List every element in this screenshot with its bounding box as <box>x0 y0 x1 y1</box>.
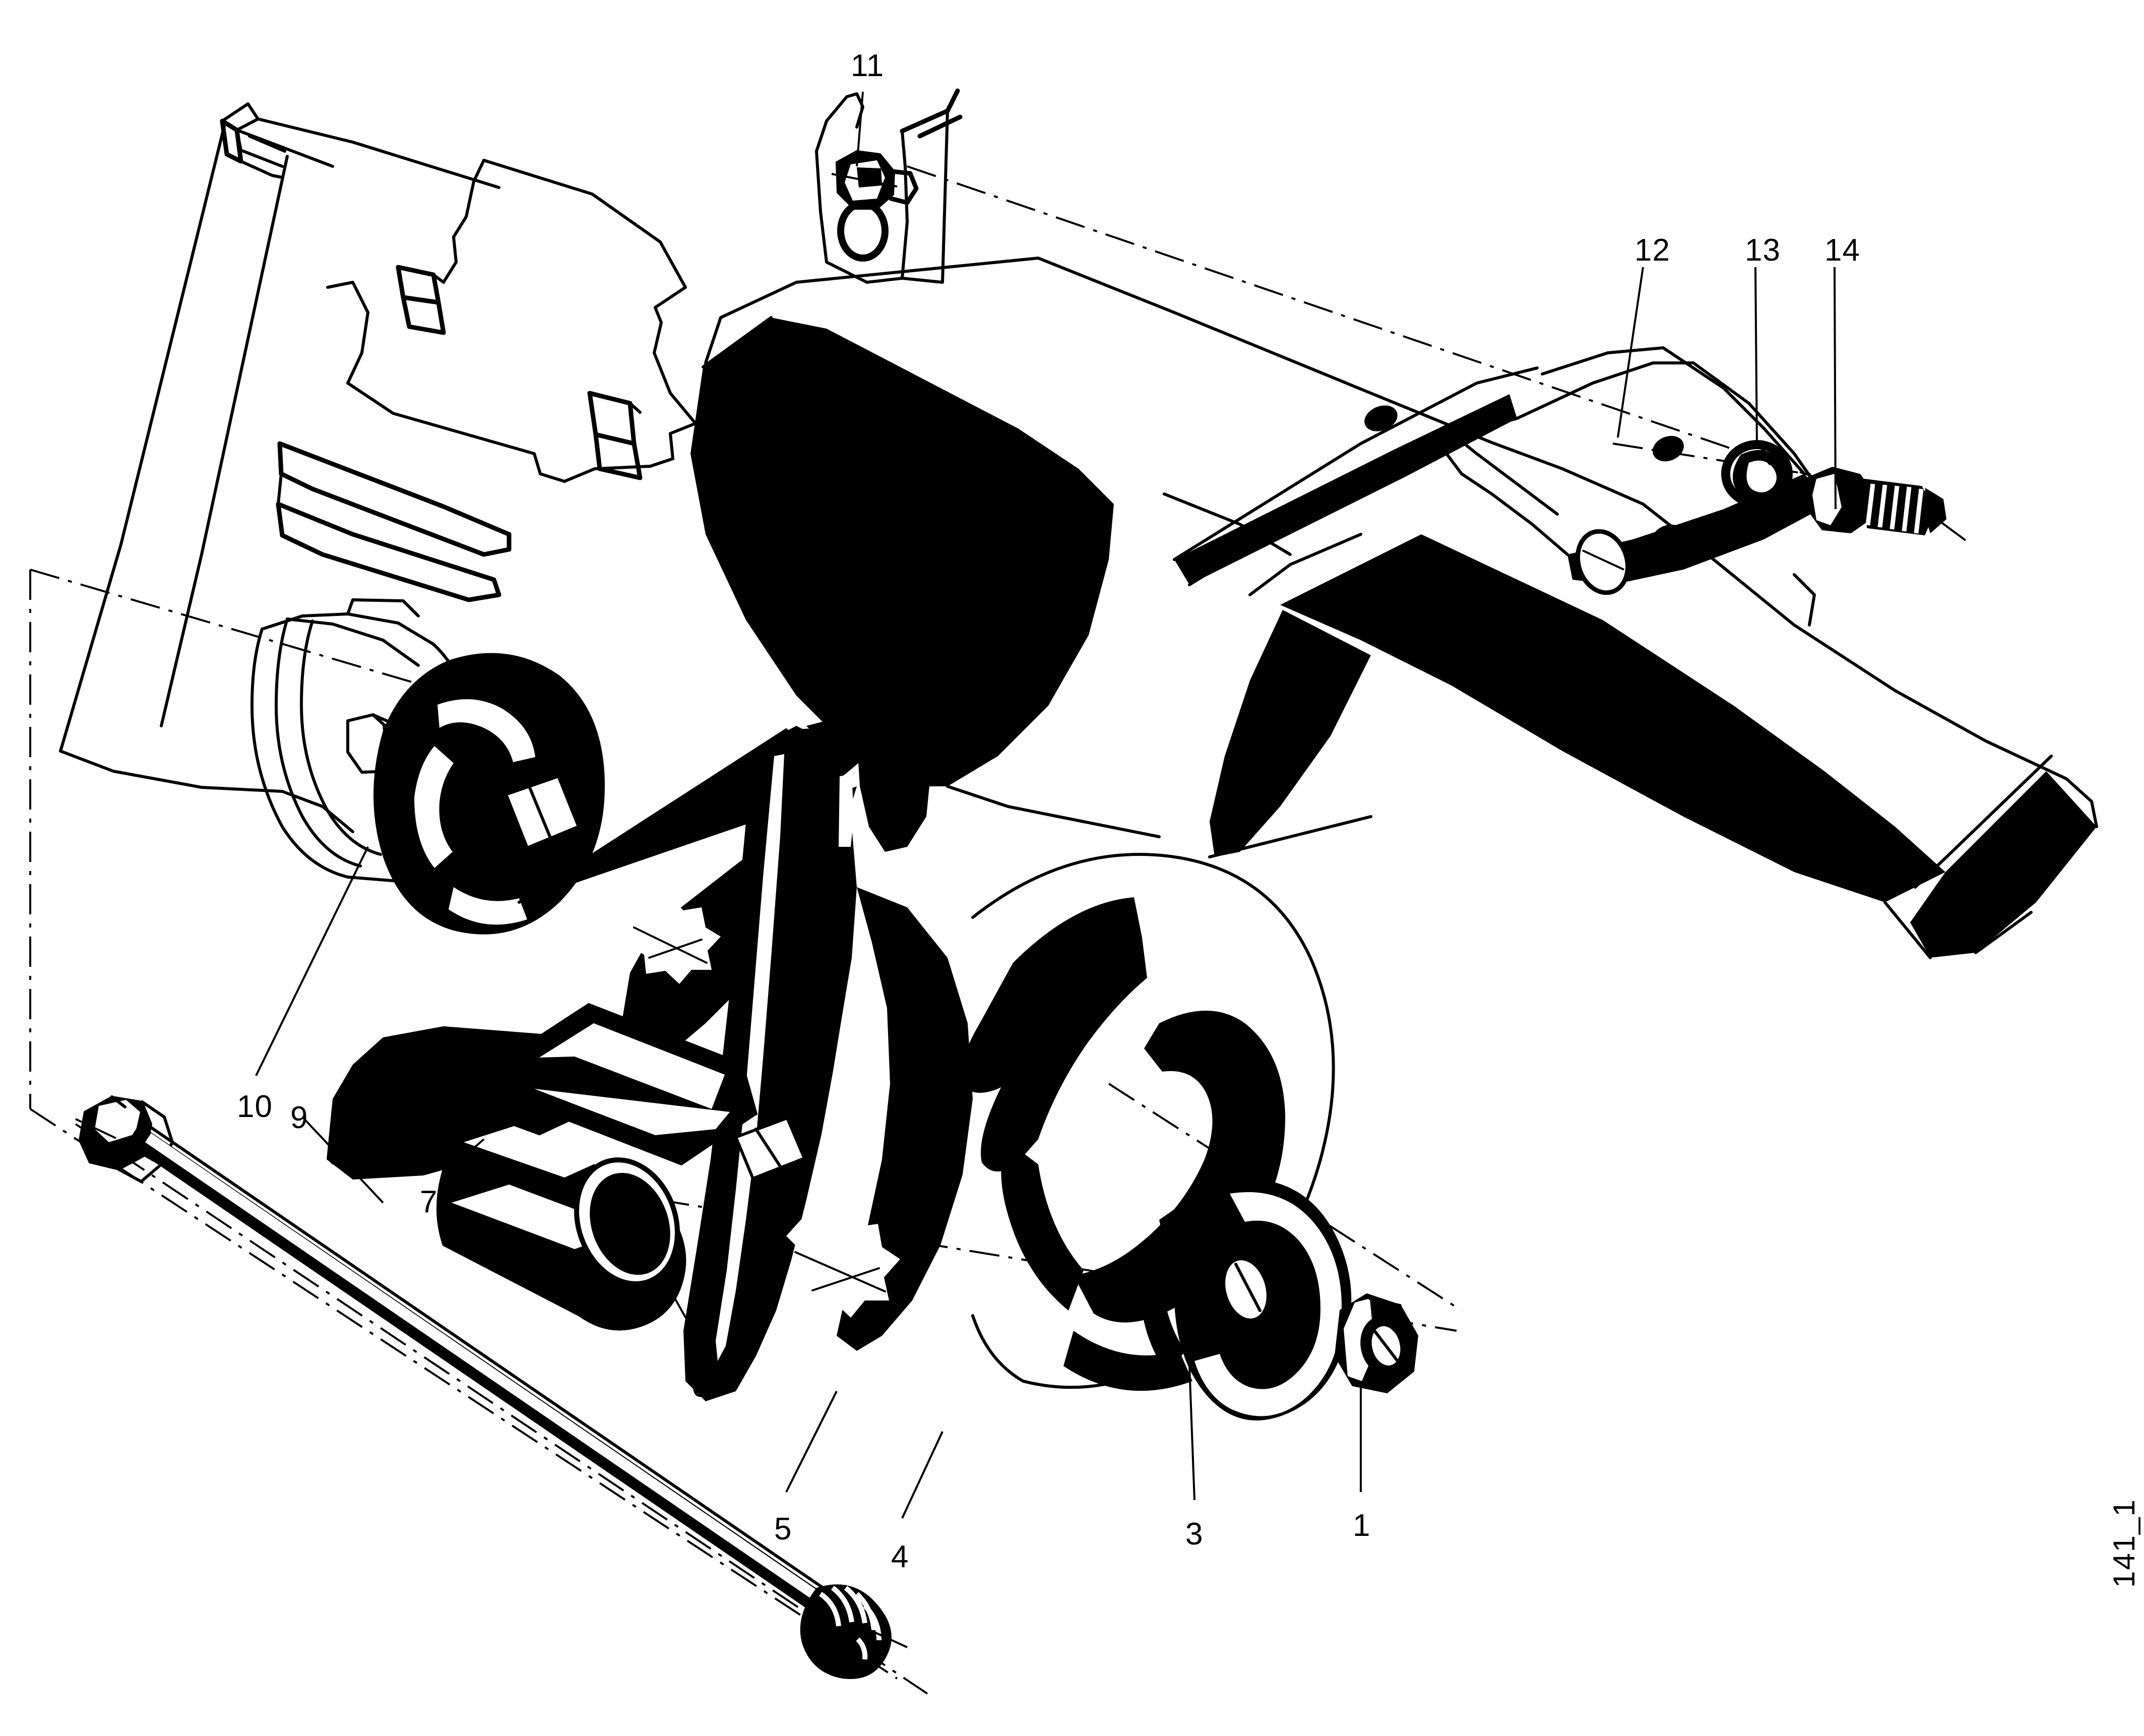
spacer-tube-lower <box>436 1119 686 1331</box>
callout-9: 9 <box>290 1100 308 1135</box>
through-rod <box>75 1095 908 1680</box>
callout-11: 11 <box>851 48 885 83</box>
callout-13: 13 <box>1745 233 1781 268</box>
figure-reference: 141_1 <box>2107 1499 2141 1588</box>
flange-hub <box>1140 1179 1352 1420</box>
gearbox-housing <box>59 102 697 833</box>
rotor-disc <box>373 653 605 935</box>
callout-14: 14 <box>1824 233 1860 268</box>
callout-4: 4 <box>891 1539 909 1574</box>
deflector-hood <box>690 257 2098 959</box>
callout-3: 3 <box>1185 1517 1204 1552</box>
callout-7: 7 <box>420 1185 438 1219</box>
callout-5a: 5 <box>774 1512 792 1546</box>
callout-10: 10 <box>237 1089 273 1124</box>
spacer-tube-upper <box>512 1003 758 1165</box>
lock-washer <box>1721 440 1793 508</box>
callout-12: 12 <box>1634 233 1670 268</box>
upper-bracket-nut <box>815 88 963 284</box>
blade-plate-left <box>327 724 868 1180</box>
callout-leaders <box>255 91 1837 1519</box>
callout-1: 1 <box>1353 1508 1371 1543</box>
hex-nut-part1 <box>1335 1293 1418 1393</box>
callout-6: 6 <box>691 1369 710 1404</box>
callout-5b: 5 <box>328 1137 346 1172</box>
hex-bolt <box>1805 467 1967 541</box>
